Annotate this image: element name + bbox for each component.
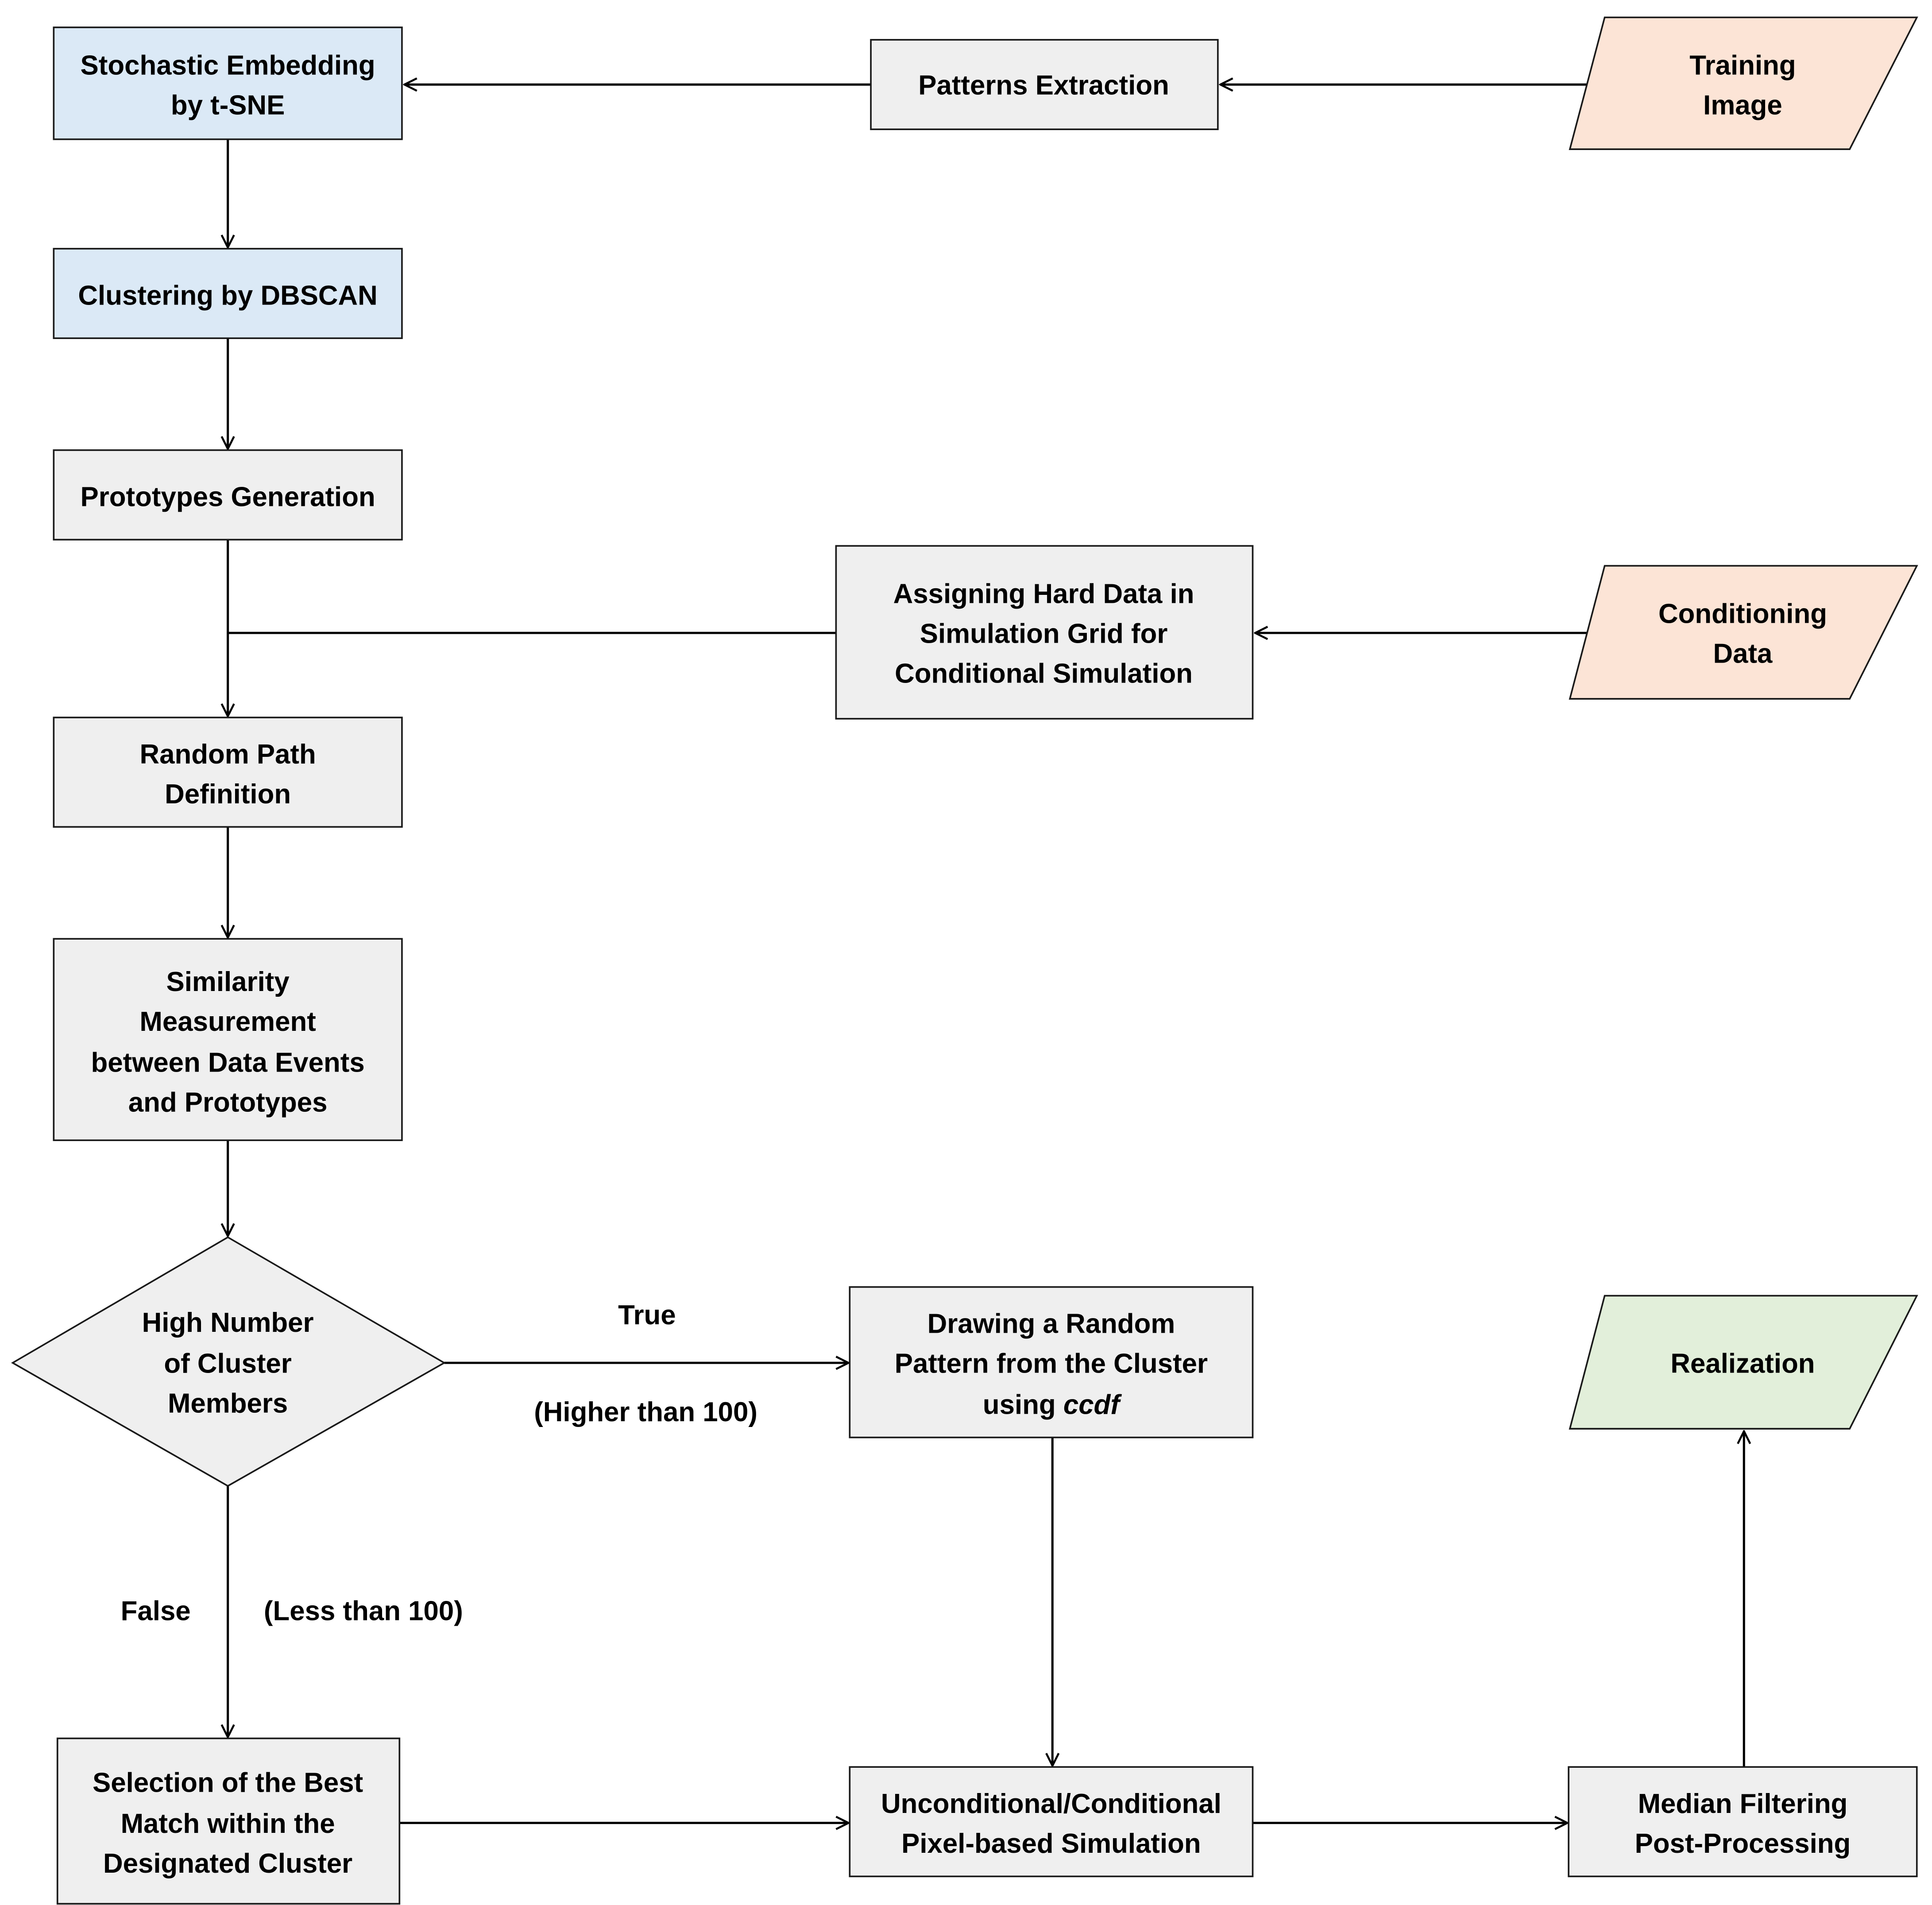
node-training-image: Training Image [1569,16,1918,150]
svg-text:Match within the: Match within the [121,1809,335,1839]
svg-text:High Number: High Number [142,1307,314,1338]
label-true: True [618,1300,676,1330]
node-clustering: Clustering by DBSCAN [53,248,403,339]
node-median-filtering: Median Filtering Post-Processing [1568,1766,1918,1878]
svg-text:Measurement: Measurement [139,1006,316,1037]
svg-text:by t-SNE: by t-SNE [171,90,285,120]
label-higher-than-100: (Higher than 100) [534,1397,757,1427]
node-conditioning-data: Conditioning Data [1569,565,1918,700]
svg-text:Median Filtering: Median Filtering [1638,1789,1848,1819]
svg-text:Random Path: Random Path [139,739,316,770]
svg-text:and Prototypes: and Prototypes [128,1087,328,1118]
node-similarity-measurement: Similarity Measurement between Data Even… [53,938,403,1141]
svg-text:Assigning Hard Data in: Assigning Hard Data in [893,579,1194,609]
svg-text:Stochastic Embedding: Stochastic Embedding [81,50,375,81]
svg-text:Data: Data [1713,638,1773,669]
svg-text:Definition: Definition [165,779,291,810]
svg-text:Unconditional/Conditional: Unconditional/Conditional [881,1789,1221,1819]
svg-text:Similarity: Similarity [166,967,290,997]
node-assigning-hard-data: Assigning Hard Data in Simulation Grid f… [835,545,1254,720]
svg-text:Simulation Grid for: Simulation Grid for [920,618,1168,649]
svg-text:Conditional Simulation: Conditional Simulation [895,658,1193,689]
svg-text:Realization: Realization [1670,1349,1815,1379]
node-random-path: Random Path Definition [53,717,403,828]
svg-text:between Data Events: between Data Events [91,1048,365,1078]
svg-text:Patterns Extraction: Patterns Extraction [918,70,1169,101]
svg-text:of Cluster: of Cluster [164,1349,291,1379]
node-unconditional-simulation: Unconditional/Conditional Pixel-based Si… [849,1766,1254,1878]
svg-text:Members: Members [168,1388,288,1419]
node-patterns-extraction: Patterns Extraction [870,39,1219,131]
node-prototypes-generation: Prototypes Generation [53,449,403,541]
svg-text:Pattern from the Cluster: Pattern from the Cluster [895,1349,1208,1379]
svg-text:Clustering by DBSCAN: Clustering by DBSCAN [78,280,377,311]
svg-text:using ccdf: using ccdf [983,1389,1122,1420]
node-realization: Realization [1569,1295,1918,1430]
svg-text:Designated Cluster: Designated Cluster [103,1848,352,1879]
node-stochastic-embedding: Stochastic Embedding by t-SNE [53,26,403,140]
svg-text:Post-Processing: Post-Processing [1635,1828,1851,1859]
node-decision-cluster-members: High Number of Cluster Members [11,1236,446,1487]
svg-text:Drawing a Random: Drawing a Random [927,1309,1175,1339]
node-drawing-random-pattern: Drawing a Random Pattern from the Cluste… [849,1286,1254,1438]
svg-text:Prototypes Generation: Prototypes Generation [81,482,375,512]
node-selection-best-match: Selection of the Best Match within the D… [56,1737,401,1905]
svg-text:Selection of the Best: Selection of the Best [93,1767,363,1798]
label-false: False [121,1596,191,1627]
svg-text:Image: Image [1703,90,1782,120]
svg-text:Conditioning: Conditioning [1658,599,1827,629]
label-less-than-100: (Less than 100) [264,1596,463,1627]
svg-text:Training: Training [1689,50,1796,81]
svg-text:Pixel-based Simulation: Pixel-based Simulation [901,1828,1201,1859]
edges [228,85,1744,1823]
